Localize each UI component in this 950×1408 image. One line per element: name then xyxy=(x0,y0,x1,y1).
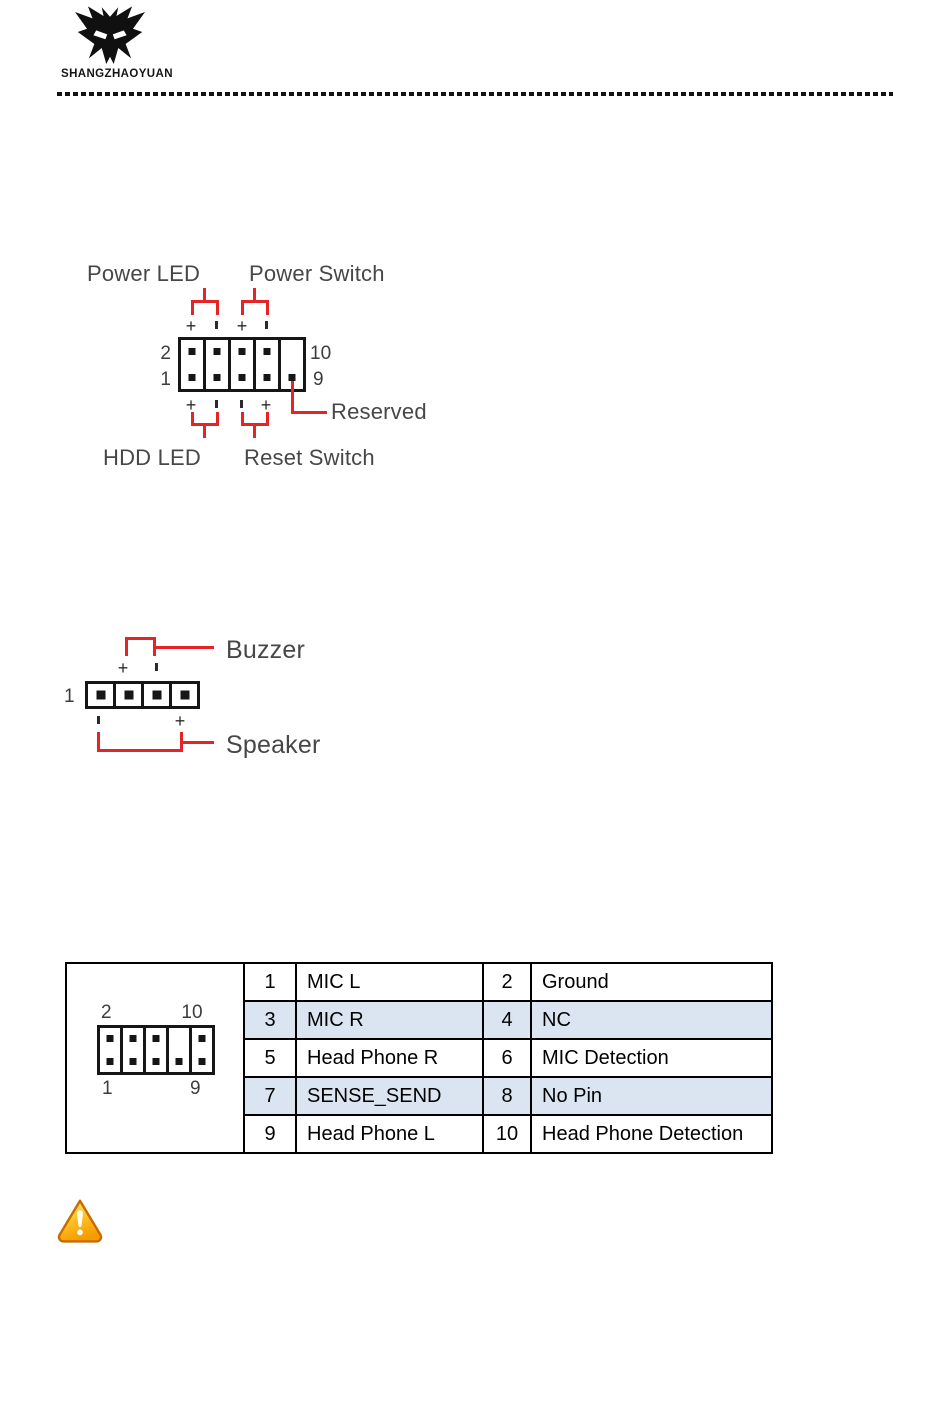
table-row: 5 Head Phone R 6 MIC Detection xyxy=(66,1038,773,1078)
minus-tick-icon xyxy=(215,400,218,408)
pin-number: 1 xyxy=(64,686,75,707)
pin-number: 1 xyxy=(102,1078,113,1099)
reserved-wire xyxy=(291,381,294,414)
minus-tick-icon xyxy=(97,716,100,724)
pin-cell: 2 xyxy=(482,962,532,1002)
buzzer-label: Buzzer xyxy=(226,636,306,664)
buzzer-wire xyxy=(153,646,214,649)
front-panel-header-block xyxy=(178,337,306,392)
audio-pin-block xyxy=(97,1025,215,1075)
pin-cell: 8 xyxy=(482,1076,532,1116)
minus-tick-icon xyxy=(155,663,158,671)
pin-cell: 6 xyxy=(482,1038,532,1078)
buzzer-wire xyxy=(125,637,128,656)
reset-switch-label: Reset Switch xyxy=(244,445,375,470)
speaker-wire xyxy=(97,732,100,752)
header-divider xyxy=(57,92,893,96)
pin-number: 1 xyxy=(160,369,171,390)
pin-cell: 1 xyxy=(243,962,297,1002)
pin-cell: 10 xyxy=(482,1114,532,1154)
speaker-wire xyxy=(180,741,214,744)
power-led-wire xyxy=(191,300,194,315)
pin-number: 2 xyxy=(101,1002,112,1023)
pin-column xyxy=(113,681,144,709)
reset-switch-wire xyxy=(266,412,269,426)
signal-cell: No Pin xyxy=(530,1076,773,1116)
table-row: 3 MIC R 4 NC xyxy=(66,1000,773,1040)
plus-mark: + xyxy=(185,395,197,415)
buzzer-speaker-header-block xyxy=(85,681,200,709)
pin-column xyxy=(203,337,231,392)
plus-mark: + xyxy=(236,316,248,336)
pin-column xyxy=(97,1025,123,1075)
plus-mark: + xyxy=(174,711,186,731)
minus-tick-icon xyxy=(215,321,218,329)
pin-cell: 7 xyxy=(243,1076,297,1116)
plus-mark: + xyxy=(185,316,197,336)
power-led-wire xyxy=(216,300,219,315)
minus-tick-icon xyxy=(240,400,243,408)
pin-column xyxy=(141,681,172,709)
pin-number: 2 xyxy=(160,343,171,364)
pin-cell: 5 xyxy=(243,1038,297,1078)
hdd-led-wire xyxy=(216,412,219,426)
signal-cell: Head Phone L xyxy=(295,1114,484,1154)
minus-tick-icon xyxy=(265,321,268,329)
hdd-led-wire xyxy=(191,412,194,426)
signal-cell: MIC Detection xyxy=(530,1038,773,1078)
signal-cell: MIC R xyxy=(295,1000,484,1040)
speaker-wire xyxy=(97,749,183,752)
power-switch-label: Power Switch xyxy=(249,261,385,286)
pin-number: 10 xyxy=(310,343,332,364)
signal-cell: MIC L xyxy=(295,962,484,1002)
reset-switch-wire xyxy=(253,423,256,438)
reserved-wire xyxy=(291,411,327,414)
table-row: 9 Head Phone L 10 Head Phone Detection xyxy=(66,1114,773,1154)
plus-mark: + xyxy=(260,395,272,415)
power-switch-wire xyxy=(266,300,269,315)
power-led-wire xyxy=(203,288,206,302)
pin-column xyxy=(228,337,256,392)
power-switch-wire xyxy=(241,300,244,315)
power-switch-wire xyxy=(253,288,256,302)
hdd-led-wire xyxy=(203,423,206,438)
pin-column xyxy=(85,681,116,709)
pin-cell: 3 xyxy=(243,1000,297,1040)
plus-mark: + xyxy=(117,658,129,678)
pin-cell: 4 xyxy=(482,1000,532,1040)
audio-pinout-table: 2 10 1 9 1 MIC L 2 Ground 3 MIC R 4 NC xyxy=(65,962,773,1154)
hdd-led-label: HDD LED xyxy=(103,445,201,470)
reset-switch-wire xyxy=(241,412,244,426)
audio-header-diagram: 2 10 1 9 xyxy=(65,962,245,1154)
warning-triangle-icon xyxy=(57,1199,103,1243)
power-led-wire xyxy=(191,300,219,303)
pin-column xyxy=(253,337,281,392)
signal-cell: Head Phone Detection xyxy=(530,1114,773,1154)
signal-cell: NC xyxy=(530,1000,773,1040)
power-led-label: Power LED xyxy=(87,261,201,286)
signal-cell: SENSE_SEND xyxy=(295,1076,484,1116)
power-switch-wire xyxy=(241,300,269,303)
shangzhaoyuan-logo-icon xyxy=(75,6,145,64)
pin-column xyxy=(169,681,200,709)
pin-cell: 9 xyxy=(243,1114,297,1154)
signal-cell: Head Phone R xyxy=(295,1038,484,1078)
signal-cell: Ground xyxy=(530,962,773,1002)
speaker-label: Speaker xyxy=(226,731,321,759)
buzzer-wire xyxy=(125,637,156,640)
pin-column xyxy=(120,1025,146,1075)
pin-number: 9 xyxy=(313,369,324,390)
pin-number: 10 xyxy=(181,1002,203,1023)
brand-name: SHANGZHAOYUAN xyxy=(61,68,173,80)
pin-number: 9 xyxy=(190,1078,201,1099)
pin-column xyxy=(189,1025,215,1075)
table-row: 7 SENSE_SEND 8 No Pin xyxy=(66,1076,773,1116)
pin-column xyxy=(178,337,206,392)
table-row: 2 10 1 9 1 MIC L 2 Ground xyxy=(65,962,773,1154)
reserved-label: Reserved xyxy=(331,399,427,424)
